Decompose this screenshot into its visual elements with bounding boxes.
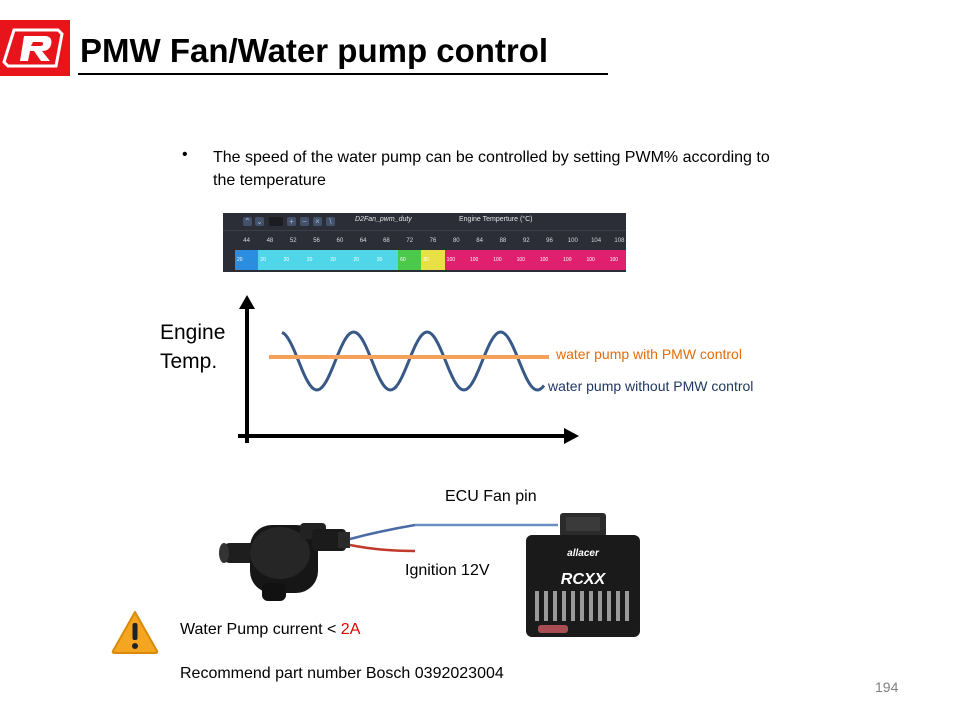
- fan-wire: [349, 523, 416, 541]
- bullet-text: The speed of the water pump can be contr…: [213, 149, 770, 189]
- temperature-header-cell: 72: [406, 238, 414, 244]
- ecu-model: RCXX: [561, 571, 607, 588]
- temperature-header-cell: 100: [567, 238, 578, 244]
- temperature-header-cell: 76: [429, 238, 437, 244]
- duty-value-cell[interactable]: 100: [444, 250, 468, 270]
- temperature-header-cell: 56: [313, 238, 320, 244]
- bullet-dot: •: [182, 146, 188, 163]
- wiring-diagram: allacer RCXX: [219, 513, 640, 637]
- collapse-down-icon[interactable]: ⌄: [255, 217, 264, 226]
- temperature-header-cell: 80: [452, 238, 460, 244]
- y-axis-label-line1: Engine: [160, 321, 226, 344]
- duty-value-cell[interactable]: 100: [607, 250, 626, 270]
- duty-value-cell[interactable]: 20: [258, 250, 282, 270]
- page-number: 194: [875, 679, 899, 695]
- temperature-header-cell: 44: [243, 238, 250, 244]
- current-value: 2A: [340, 621, 361, 638]
- table-axis-label: Engine Temperture (°C): [459, 216, 533, 223]
- ecu-fan-pin-label: ECU Fan pin: [445, 488, 537, 505]
- ecu-brand: allacer: [567, 548, 600, 559]
- y-axis-arrow: [239, 295, 255, 309]
- legend-without-pmw: water pump without PMW control: [548, 378, 754, 394]
- ignition-label: Ignition 12V: [405, 562, 490, 579]
- current-prefix: Water Pump current <: [180, 621, 341, 638]
- temperature-header-cell: 92: [522, 238, 530, 244]
- ecu-image: allacer RCXX: [526, 513, 640, 637]
- ignition-wire: [349, 543, 416, 553]
- temperature-header-cell: 64: [359, 238, 367, 244]
- y-axis-label: Engine Temp.: [160, 318, 225, 376]
- temperature-header-cell: 96: [546, 238, 553, 244]
- plus-icon[interactable]: +: [287, 217, 296, 226]
- duty-value-cell[interactable]: 20: [328, 250, 352, 270]
- duty-value-cell[interactable]: 20: [304, 250, 329, 270]
- multiply-icon[interactable]: ×: [313, 217, 322, 226]
- minus-icon[interactable]: −: [300, 217, 309, 226]
- temperature-header-cell: 48: [266, 238, 274, 244]
- series-without-pmw: [281, 330, 546, 392]
- duty-value-cell[interactable]: 100: [561, 250, 585, 270]
- duty-value-cell[interactable]: 20: [374, 250, 399, 270]
- duty-value-cell[interactable]: 60: [398, 250, 422, 270]
- company-logo: [0, 20, 70, 76]
- temperature-header-cell: 60: [336, 238, 344, 244]
- temperature-header-cell: 104: [591, 238, 602, 244]
- duty-value-cell[interactable]: 20: [281, 250, 305, 270]
- duty-value-cell[interactable]: 100: [467, 250, 492, 270]
- page-title: PMW Fan/Water pump control: [80, 32, 549, 69]
- temperature-header-cell: 68: [383, 238, 390, 244]
- duty-value-cell[interactable]: 100: [514, 250, 538, 270]
- temperature-header-cell: 84: [476, 238, 483, 244]
- duty-value-cell[interactable]: 100: [491, 250, 515, 270]
- temperature-header-cell: 88: [499, 238, 507, 244]
- current-limit-text: Water Pump current < 2A: [180, 621, 360, 639]
- water-pump-image: [219, 523, 350, 601]
- duty-value-cell[interactable]: 80: [421, 250, 445, 270]
- table-name: D2Fan_pwm_duty: [355, 216, 412, 223]
- collapse-up-icon[interactable]: ⌃: [243, 217, 252, 226]
- legend-with-pmw: water pump with PMW control: [556, 346, 742, 362]
- y-axis-label-line2: Temp.: [160, 350, 218, 373]
- temperature-chart: [238, 295, 579, 444]
- step-input[interactable]: [269, 217, 283, 226]
- duty-value-cell[interactable]: 20: [235, 250, 259, 270]
- x-axis-arrow: [564, 428, 579, 444]
- temperature-header-row: 44 48 52 56 60 64 68 72 76 80 84 88 92 96 100 104 108: [235, 232, 626, 250]
- duty-value-cell[interactable]: 100: [537, 250, 562, 270]
- duty-value-cell[interactable]: 100: [584, 250, 608, 270]
- duty-value-cell[interactable]: 20: [351, 250, 375, 270]
- line-icon[interactable]: \: [326, 217, 335, 226]
- temperature-header-cell: 108: [614, 238, 625, 244]
- recommended-part-text: Recommend part number Bosch 0392023004: [180, 665, 504, 682]
- warning-icon: [111, 609, 159, 655]
- table-toolbar: ⌃ ⌄ + − × \ D2Fan_pwm_duty Engine Temper…: [223, 213, 626, 231]
- pwm-duty-table: ⌃ ⌄ + − × \ D2Fan_pwm_duty Engine Temper…: [223, 213, 626, 272]
- title-underline: [78, 73, 608, 75]
- temperature-header-cell: 52: [289, 238, 297, 244]
